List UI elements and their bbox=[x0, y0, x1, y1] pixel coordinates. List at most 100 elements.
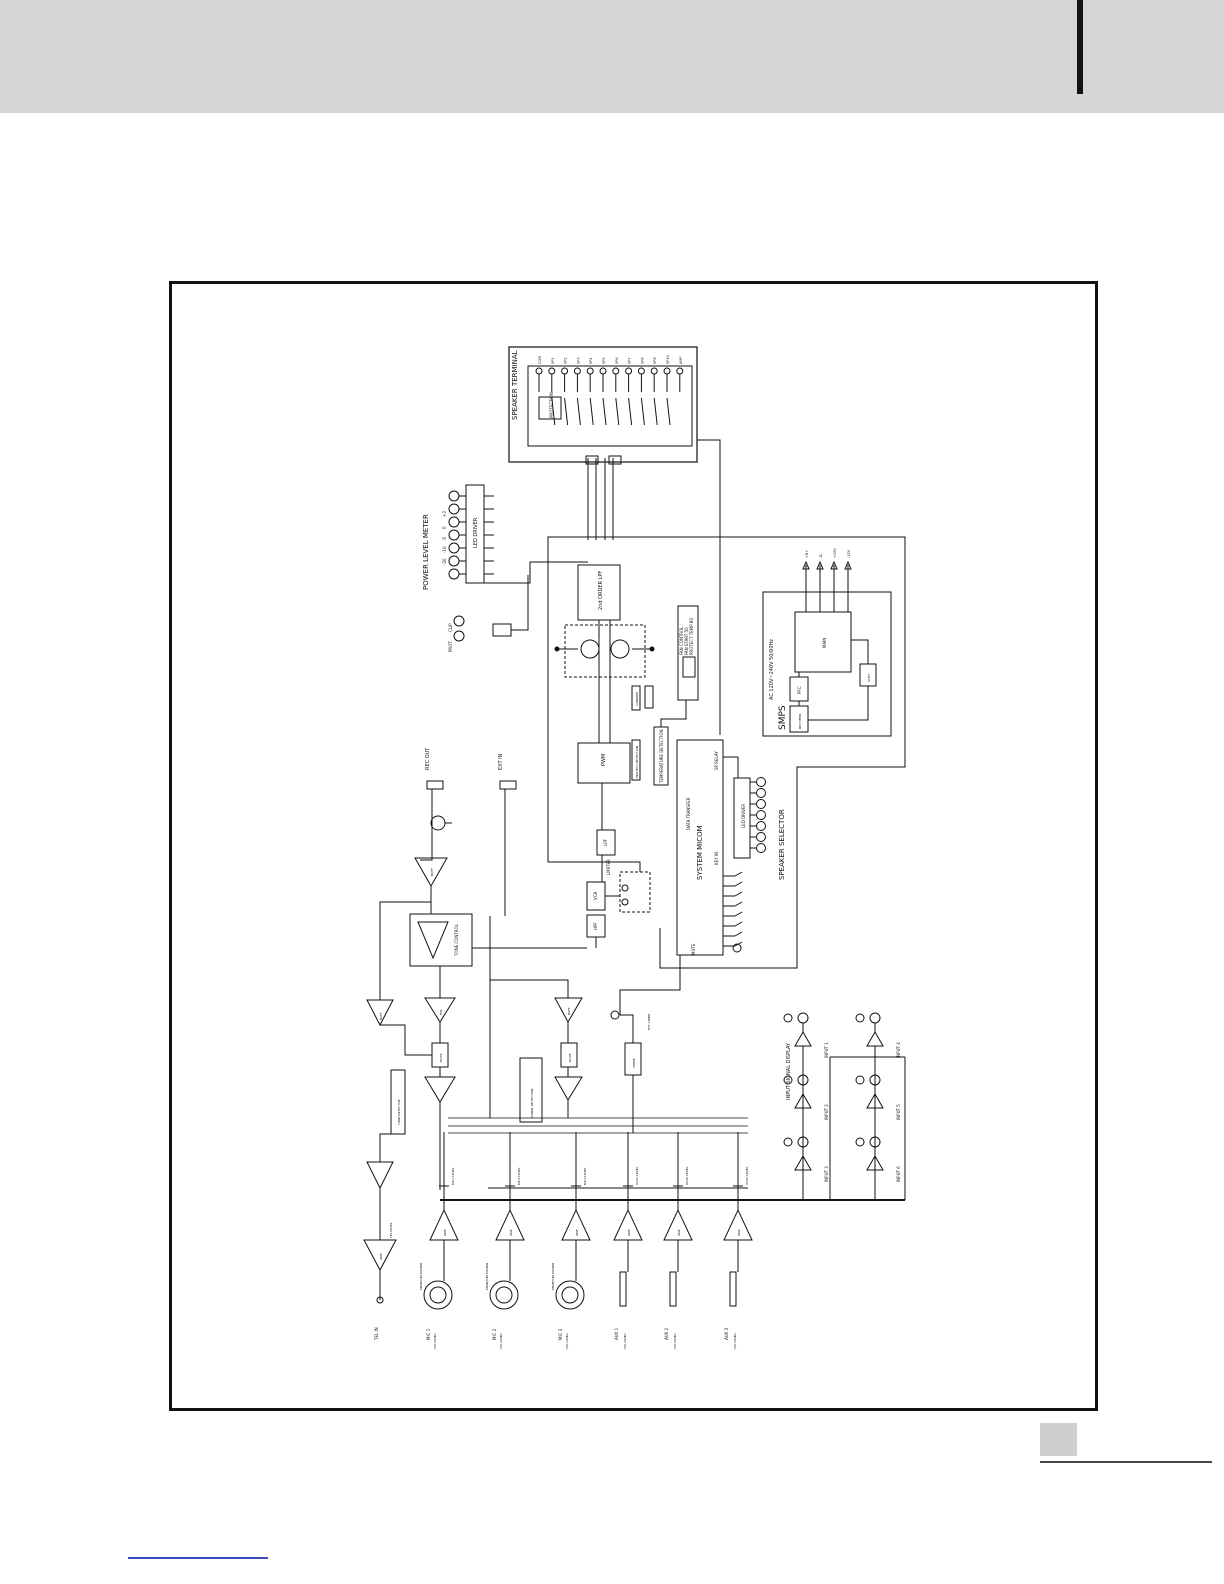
display-led bbox=[783, 1075, 793, 1085]
ext-chime-label: EXT CHIME bbox=[647, 1013, 651, 1030]
meter-led bbox=[448, 529, 460, 541]
meter-led bbox=[448, 568, 460, 580]
terminal-pin-label: SP2 bbox=[564, 357, 568, 364]
terminal-pin-label: SP9 bbox=[653, 357, 657, 364]
rec-out-label: REC OUT bbox=[425, 747, 431, 770]
smps-rail-label: +B+ bbox=[805, 550, 809, 558]
footer-link[interactable] bbox=[128, 1557, 268, 1559]
terminal-pin bbox=[586, 367, 594, 375]
protect-detect-label: PROTECT DETECTION bbox=[635, 746, 639, 778]
amp-section-outline bbox=[547, 536, 906, 969]
hpf-label: HPF bbox=[593, 922, 598, 930]
speaker-selector-driver: LED DRIVER bbox=[741, 804, 746, 828]
sensitivity-label: -50/-10dBu bbox=[499, 1333, 503, 1350]
terminal-relay-contact bbox=[653, 397, 658, 426]
channel-amp-label: AMP bbox=[677, 1229, 681, 1236]
pfc-label: PFC bbox=[797, 686, 802, 694]
mic-input-label: MIC 1 bbox=[426, 1328, 431, 1340]
selector-led bbox=[756, 788, 766, 798]
meter-leds: -20-10-50+3 bbox=[442, 490, 494, 580]
terminal-pin bbox=[612, 367, 620, 375]
terminal-pin-label: SP7 bbox=[628, 357, 632, 364]
smps-ac-label: AC 120V~240V 50/60Hz bbox=[769, 639, 775, 700]
key-switch bbox=[734, 911, 743, 917]
sensitivity-label: -50/-10dBu bbox=[673, 1333, 677, 1350]
selector-led bbox=[756, 777, 766, 787]
channel-level-label: MIC1 LEVEL bbox=[451, 1167, 455, 1185]
channel-amp-label: AMP bbox=[509, 1229, 513, 1236]
smps-rail-arrow bbox=[830, 560, 838, 570]
protection-label: PROTECTION bbox=[549, 392, 554, 418]
channel-level-label: AUX2 LEVEL bbox=[685, 1166, 689, 1185]
smps-title: SMPS bbox=[778, 705, 788, 730]
channel-level-label: MIC3 LEVEL bbox=[583, 1167, 587, 1185]
smps-rail-label: -15V bbox=[847, 549, 851, 558]
speaker-selector: LED DRIVER SPEAKER SELECTOR bbox=[733, 777, 786, 880]
mic-input-label: MIC 2 bbox=[492, 1328, 497, 1340]
channel-level-label: MIC2 LEVEL bbox=[517, 1167, 521, 1185]
rectifier-label: RECTIFIER bbox=[798, 714, 802, 729]
selector-led bbox=[756, 799, 766, 809]
key-switch bbox=[734, 921, 743, 927]
display-input-label: INPUT 2 bbox=[824, 1104, 829, 1120]
mute-label-2: MUTE bbox=[568, 1053, 572, 1062]
selector-led bbox=[756, 843, 766, 853]
display-led bbox=[783, 1137, 793, 1147]
meter-led bbox=[448, 542, 460, 554]
smps-rails: +B+-B-+15V-15V bbox=[802, 548, 852, 612]
page-number-box bbox=[1040, 1423, 1077, 1456]
tel-level-label: TEL LEVEL bbox=[389, 1222, 393, 1239]
xlr-jack bbox=[489, 1280, 519, 1310]
selector-led bbox=[756, 821, 766, 831]
terminal-pin-label: SP3 bbox=[576, 357, 580, 364]
tone-control-label: TONE CONTROL bbox=[454, 923, 459, 957]
phantom-label: PHANTOM POWER bbox=[551, 1263, 555, 1290]
fan-line-3: PROTECT TEMP 80 bbox=[689, 618, 694, 655]
buff-label: BUFF bbox=[379, 1012, 383, 1020]
channel-amp-label: AMP bbox=[575, 1229, 579, 1236]
display-input-label: INPUT 4 bbox=[896, 1042, 901, 1058]
terminal-pin-label: SP6 bbox=[615, 357, 619, 364]
clip-led-label: CLIP bbox=[448, 623, 453, 632]
terminal-pin-label: SP10 bbox=[666, 355, 670, 364]
data-transfer-label: DATA TRANSFER bbox=[686, 797, 691, 830]
header-band bbox=[0, 0, 1224, 113]
sensitivity-label: -50/-10dBu bbox=[623, 1333, 627, 1350]
meter-db-label: -10 bbox=[442, 546, 447, 553]
terminal-pin-label: SP4 bbox=[589, 357, 593, 364]
terminal-relay-contact bbox=[628, 397, 633, 426]
phantom-label: PHANTOM POWER bbox=[485, 1263, 489, 1290]
mic-input-label: MIC 3 bbox=[558, 1328, 563, 1340]
mute-key-label: MUTE bbox=[691, 943, 696, 955]
input-display-title: INPUT SIGNAL DISPLAY bbox=[786, 1042, 792, 1100]
terminal-pin bbox=[535, 367, 543, 375]
sensitivity-label: -50/-10dBu bbox=[433, 1333, 437, 1350]
terminal-relay-contact bbox=[602, 397, 607, 426]
pwm-label: PWM bbox=[601, 754, 607, 766]
sensitivity-label: -50/-10dBu bbox=[565, 1333, 569, 1350]
display-led bbox=[783, 1013, 793, 1023]
signal-chain: BUFF TONE CONTROL MIX MUTE BUFF TONE DET… bbox=[363, 857, 905, 1341]
page-number-rule bbox=[1040, 1461, 1212, 1463]
ext-in-label: EXT IN bbox=[498, 753, 504, 770]
input-channels: AMP MIC1 LEVEL MIC 1 PHANTOM POWER -50/-10dB… bbox=[419, 1132, 753, 1350]
output-stage: 2nd ORDER LPF PWM LPF CURRENT PROTECT DE… bbox=[554, 564, 699, 856]
xlr-jack bbox=[555, 1280, 585, 1310]
meter-db-label: +3 bbox=[442, 511, 447, 517]
key-switch bbox=[734, 901, 743, 907]
speaker-selector-title: SPEAKER SELECTOR bbox=[778, 809, 786, 880]
meter-led bbox=[448, 555, 460, 567]
signal-detection-label: SIGNAL DETECTION bbox=[530, 1089, 534, 1118]
meter-db-label: -20 bbox=[442, 558, 447, 565]
chime-label: CHIME bbox=[632, 1058, 636, 1068]
xlr-jack-inner bbox=[429, 1286, 447, 1304]
smps-block: SMPS AC 120V~240V 50/60Hz MAIN PFC RECTI… bbox=[762, 548, 892, 737]
key-switch bbox=[734, 931, 743, 937]
fan-line-1: FAN CONTROL bbox=[679, 626, 684, 655]
terminal-pin-label: AMP bbox=[679, 356, 683, 364]
speaker-terminal-title: SPEAKER TERMINAL bbox=[511, 350, 519, 420]
rec-out-jack: REC OUT bbox=[420, 747, 452, 861]
terminal-pin-label: COM bbox=[538, 356, 542, 364]
standby-label: ST-BY bbox=[867, 674, 871, 682]
